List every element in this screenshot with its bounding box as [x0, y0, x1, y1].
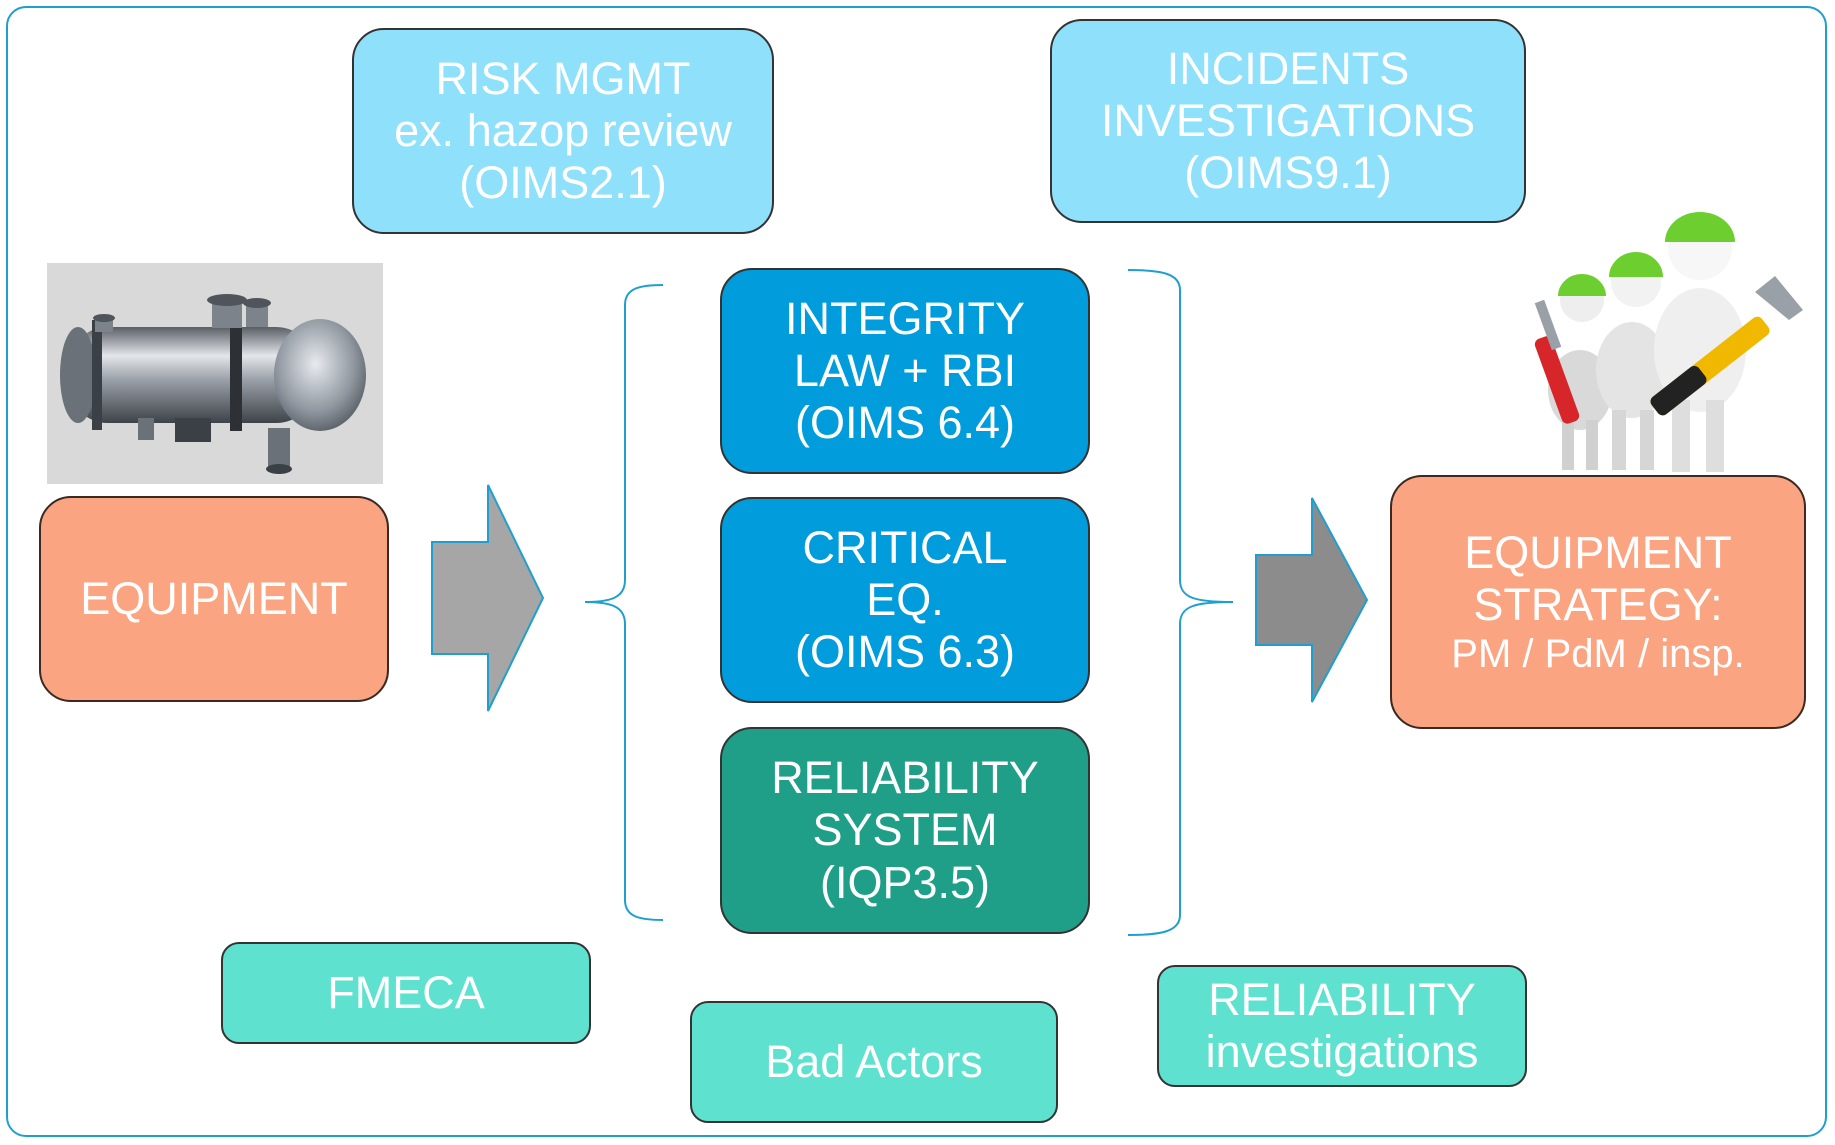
equipment-label: EQUIPMENT: [80, 572, 348, 624]
strategy-title: EQUIPMENT: [1464, 526, 1732, 578]
arrow-to-brace: [431, 484, 545, 712]
fmeca-box: FMECA: [221, 942, 591, 1044]
fmeca-label: FMECA: [327, 966, 485, 1018]
reliability-system-title: RELIABILITY: [771, 752, 1039, 804]
bad-actors-label: Bad Actors: [765, 1035, 983, 1087]
reliability-system-box: RELIABILITY SYSTEM (IQP3.5): [720, 727, 1090, 934]
equipment-box: EQUIPMENT: [39, 496, 389, 702]
reliability-system-subtitle: SYSTEM: [812, 804, 998, 856]
critical-subtitle: EQ.: [866, 573, 944, 625]
right-brace: [1127, 269, 1234, 936]
heat-exchanger-image: [47, 263, 383, 484]
workers-with-tools-image: [1534, 212, 1803, 472]
integrity-title: INTEGRITY: [784, 292, 1025, 344]
critical-eq-box: CRITICAL EQ. (OIMS 6.3): [720, 497, 1090, 703]
incidents-box: INCIDENTS INVESTIGATIONS (OIMS9.1): [1050, 19, 1526, 223]
equipment-strategy-box: EQUIPMENT STRATEGY: PM / PdM / insp.: [1390, 475, 1806, 729]
integrity-code: (OIMS 6.4): [794, 397, 1016, 449]
bad-actors-box: Bad Actors: [690, 1001, 1058, 1123]
reliability-investigations-title: RELIABILITY: [1208, 973, 1476, 1025]
integrity-subtitle: LAW + RBI: [793, 344, 1017, 396]
incidents-subtitle: INVESTIGATIONS: [1100, 94, 1476, 146]
integrity-box: INTEGRITY LAW + RBI (OIMS 6.4): [720, 268, 1090, 474]
risk-mgmt-subtitle: ex. hazop review: [394, 104, 732, 156]
risk-mgmt-box: RISK MGMT ex. hazop review (OIMS2.1): [352, 28, 774, 234]
strategy-subtitle: STRATEGY:: [1473, 578, 1723, 630]
incidents-code: (OIMS9.1): [1184, 147, 1392, 199]
arrow-to-strategy: [1255, 497, 1369, 703]
strategy-detail: PM / PdM / insp.: [1451, 631, 1745, 676]
risk-mgmt-code: (OIMS2.1): [459, 157, 667, 209]
incidents-title: INCIDENTS: [1166, 42, 1410, 94]
reliability-system-code: (IQP3.5): [819, 856, 991, 908]
diagram-frame: [6, 6, 1827, 1137]
risk-mgmt-title: RISK MGMT: [435, 52, 691, 104]
reliability-investigations-subtitle: investigations: [1205, 1026, 1479, 1077]
left-brace: [584, 284, 664, 921]
critical-title: CRITICAL: [802, 521, 1008, 573]
critical-code: (OIMS 6.3): [794, 626, 1016, 678]
reliability-investigations-box: RELIABILITY investigations: [1157, 965, 1527, 1087]
